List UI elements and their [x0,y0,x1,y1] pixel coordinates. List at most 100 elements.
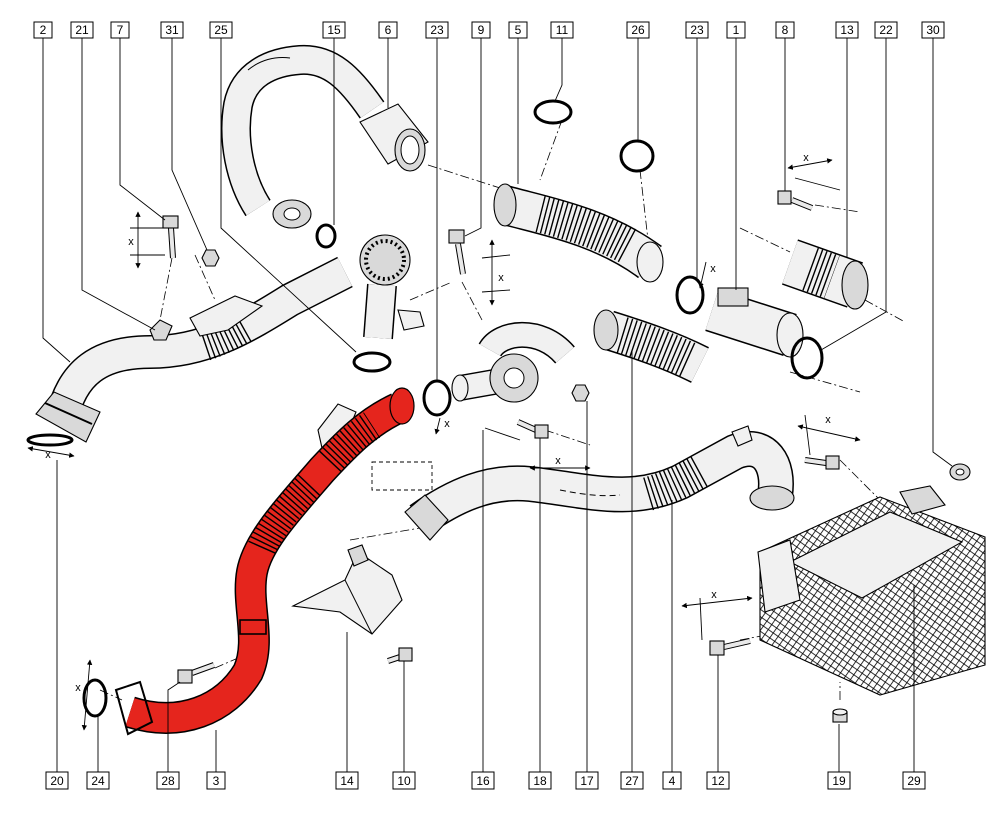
dimension-markers: x x x x x x x [27,152,861,731]
callout-box [322,21,346,39]
callout-label: 13 [840,23,854,37]
callout-label: 2 [40,23,47,37]
leader-line [42,38,71,363]
part-8-bolt [777,190,814,211]
bolt-head [398,647,413,662]
callout-box [706,771,730,790]
callout-box [626,21,650,39]
callout: 1 [726,21,746,39]
callout-label: 26 [631,23,645,37]
callout-box [874,21,898,39]
callout: 13 [835,21,859,39]
callout-label: 12 [711,774,725,788]
part-7-bolt [162,215,179,259]
callout: 10 [392,771,416,790]
bolt-head [177,669,193,684]
callout: 4 [662,771,682,790]
callout-label: 19 [832,774,846,788]
part-9-bolt [448,229,466,275]
callout-box [835,21,859,39]
leader-line [220,38,357,353]
part-16-throttle-body [451,321,575,403]
leader-line [171,38,208,251]
intercooler-bolt [804,455,840,470]
callout-box [508,21,528,39]
callout-box [620,771,644,790]
dimension-label: x [710,263,716,275]
dimension-label: x [498,272,504,284]
housing-tab [397,309,425,331]
callout: 7 [110,21,130,39]
bolt-shaft-fill [517,420,537,432]
callout-box [726,21,746,39]
callout-box [662,771,682,790]
dimension-marker: x [698,261,716,289]
leader-line [464,38,482,237]
part-29-intercooler [757,485,986,696]
callout: 21 [70,21,94,39]
sensor-module [717,287,749,307]
pipe-seam [247,57,291,71]
intercooler-mount [899,485,946,515]
hose-end [593,309,619,351]
part-25-o-ring [352,351,392,373]
callout-label: 24 [91,774,105,788]
callout-label: 11 [556,23,569,37]
hose-bellows [319,412,381,473]
callout-box [471,771,495,790]
callout-label: 30 [926,23,940,37]
assembly-line [409,281,453,301]
callout-box [335,771,359,790]
leader-line [820,38,887,351]
callout: 5 [508,21,528,39]
part-10-bolt [387,647,413,664]
callout-label: 20 [50,774,64,788]
dimension-label: x [444,418,450,430]
bolt-shaft-fill [191,663,215,675]
housing-volute [359,234,411,286]
hose-body [46,258,353,422]
outlet-ribs [802,247,840,299]
upper-turbo-pipe [221,44,385,229]
callout: 17 [575,771,599,790]
callout: 22 [874,21,898,39]
callout-box [156,771,180,790]
callout-box [685,21,709,39]
callout-box [471,21,491,39]
assembly-line [214,654,246,669]
bolt-shaft-fill [791,198,813,210]
part-14-heat-shield [291,544,403,635]
assembly-line [194,254,216,301]
callout-box [528,771,552,790]
part-1-air-flow-sensor [705,287,804,358]
throttle-inlet-end [451,374,469,402]
callout-box [209,21,233,39]
dimension-marker: x [128,211,165,269]
intercooler-top-tank [788,511,964,599]
callout: 26 [626,21,650,39]
callout-box [392,771,416,790]
hose-end [636,241,664,283]
callout: 20 [45,771,69,790]
dimension-marker: x [434,417,450,435]
outlet-end [841,260,869,310]
turbo-compressor-housing [359,234,425,340]
callout-box [86,771,110,790]
part-17-nut [571,384,590,402]
callout: 27 [620,771,644,790]
hose-end-cuff [114,680,154,736]
part-31-nut [201,249,220,267]
callout-box [206,771,226,790]
callout: 28 [156,771,180,790]
part-5-corrugated-hose [493,183,664,283]
bolt-shaft-fill [804,458,827,465]
part-26-clamp [619,139,655,173]
assembly-line [461,281,483,321]
callout-label: 22 [879,23,893,37]
callout-box [45,771,69,790]
part-23-o-ring [675,275,705,315]
bolt-head [825,455,840,470]
part-2-air-hose [35,256,353,443]
callouts-bottom: 20 24 28 3 14 10 16 18 17 27 4 12 19 29 [45,771,926,790]
part-19-plug [832,708,848,723]
